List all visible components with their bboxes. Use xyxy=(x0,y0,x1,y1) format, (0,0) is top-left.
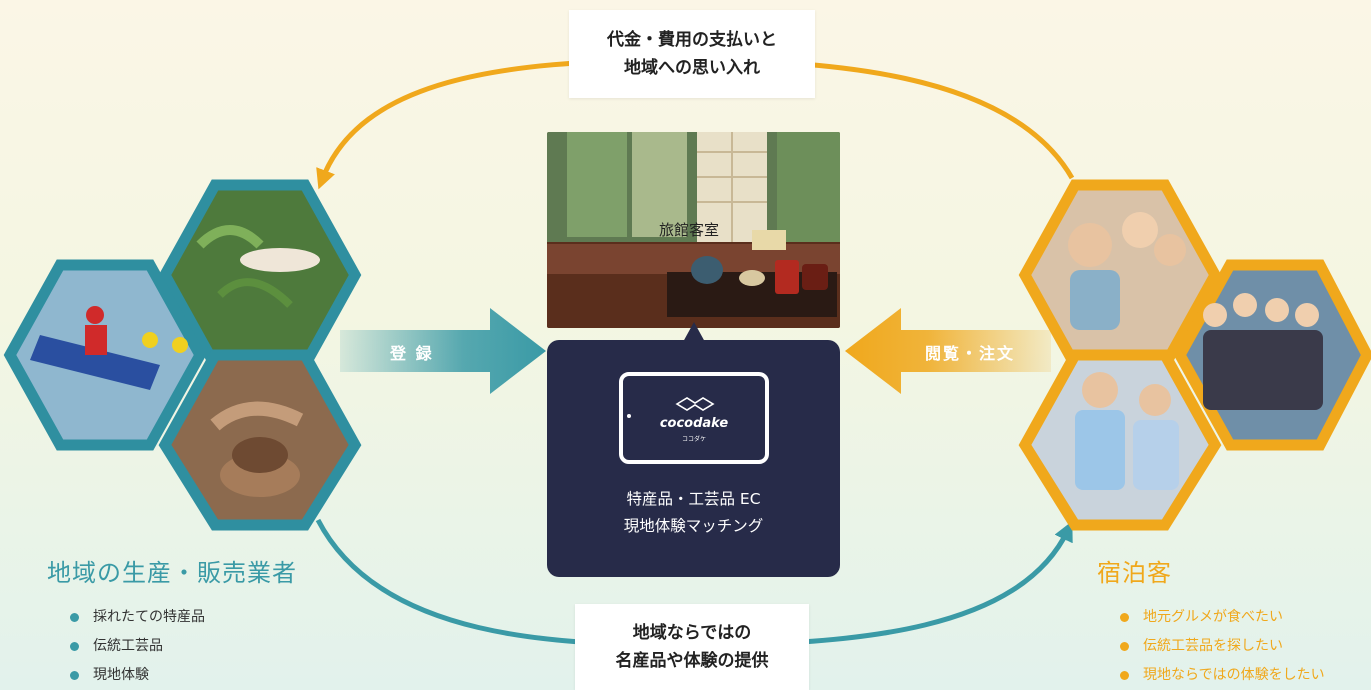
friends-details xyxy=(1203,293,1323,410)
register-arrow xyxy=(340,308,546,394)
list-item: 伝統工芸品 xyxy=(70,632,205,661)
platform-description: 特産品・工芸品 EC 現地体験マッチング xyxy=(547,486,840,540)
ryokan-room-label: 旅館客室 xyxy=(659,221,720,239)
payment-card: 代金・費用の支払いと 地域への思い入れ xyxy=(569,10,815,98)
payment-card-line2: 地域への思い入れ xyxy=(624,58,760,78)
list-item: 地元グルメが食べたい xyxy=(1120,603,1325,632)
order-label: 閲覧・注文 xyxy=(925,344,1016,363)
pointer-notch xyxy=(683,322,705,342)
bullet-dot-icon xyxy=(1120,613,1129,622)
ryokan-room-illustration xyxy=(547,132,840,328)
bullet-dot-icon xyxy=(70,642,79,651)
cocodake-logo: cocodake xyxy=(659,416,729,431)
provision-card: 地域ならではの 名産品や体験の提供 xyxy=(575,604,809,690)
guests-list: 地元グルメが食べたい 伝統工芸品を探したい 現地ならではの体験をしたい xyxy=(1120,603,1325,690)
family-details xyxy=(1068,212,1186,330)
platform-line2: 現地体験マッチング xyxy=(623,517,764,535)
cocodake-platform-panel: cocodake ココダケ 特産品・工芸品 EC 現地体験マッチング xyxy=(547,322,840,577)
order-arrow xyxy=(845,308,1051,394)
list-item: 伝統工芸品を探したい xyxy=(1120,632,1325,661)
seniors-details xyxy=(1075,372,1179,490)
guests-hexagon-cluster xyxy=(1018,179,1371,531)
handshake-icon xyxy=(675,397,715,411)
farming-details xyxy=(196,225,320,308)
ryokan-room-photo: 旅館客室 xyxy=(547,132,840,328)
producers-title: 地域の生産・販売業者 xyxy=(47,559,297,587)
bullet-dot-icon xyxy=(70,671,79,680)
provision-card-line1: 地域ならではの xyxy=(632,623,752,643)
list-item: 現地体験 xyxy=(70,661,205,690)
register-label: 登 録 xyxy=(390,344,434,363)
bullet-dot-icon xyxy=(1120,671,1129,680)
provision-card-line2: 名産品や体験の提供 xyxy=(615,651,769,671)
list-item: 現地ならではの体験をしたい xyxy=(1120,661,1325,690)
platform-line1: 特産品・工芸品 EC xyxy=(626,490,761,508)
payment-card-line1: 代金・費用の支払いと xyxy=(607,30,777,50)
list-item: 採れたての特産品 xyxy=(70,603,205,632)
bullet-dot-icon xyxy=(1120,642,1129,651)
producers-hexagon-cluster xyxy=(3,179,362,531)
cocodake-logo-kana: ココダケ xyxy=(681,436,706,443)
pottery-details xyxy=(210,401,304,497)
rafting-details xyxy=(30,306,188,390)
producers-list: 採れたての特産品 伝統工芸品 現地体験 xyxy=(70,603,205,690)
guests-title: 宿泊客 xyxy=(1097,559,1172,587)
bullet-dot-icon xyxy=(70,613,79,622)
tablet-icon: cocodake ココダケ xyxy=(619,372,769,464)
